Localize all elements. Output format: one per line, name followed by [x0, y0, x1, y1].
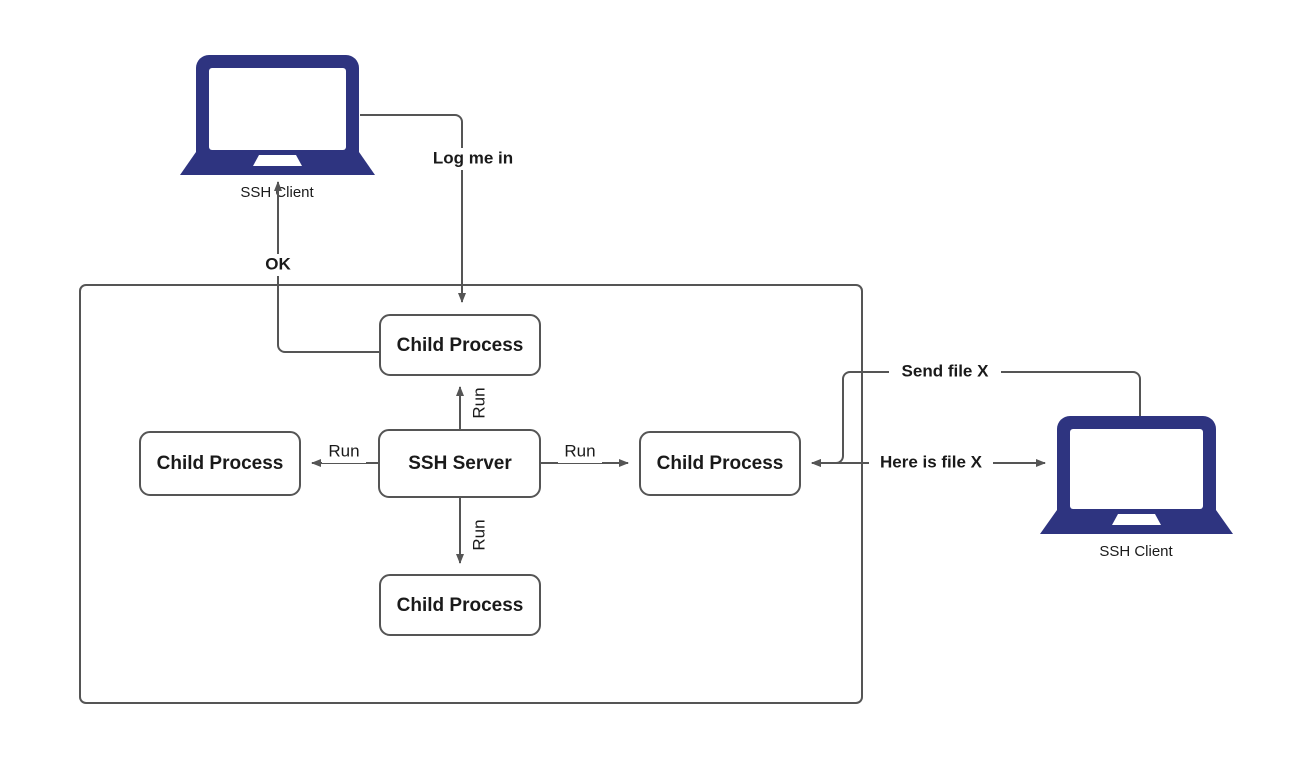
edge-ok: [274, 181, 380, 353]
edge-label-run-down: Run: [469, 519, 488, 550]
ssh-client-right-label: SSH Client: [1099, 543, 1173, 560]
node-ssh-server[interactable]: SSH Server: [378, 429, 541, 498]
node-label-ssh-server: SSH Server: [408, 453, 512, 474]
edge-label-bg-run-right: [558, 441, 602, 463]
edge-send-file-x: [811, 371, 1141, 467]
edge-label-run-left: Run: [328, 441, 359, 460]
edge-label-send-file-x: Send file X: [902, 361, 990, 380]
edge-label-here-is-file-x: Here is file X: [880, 452, 983, 471]
edge-label-bg-run-left: [322, 441, 366, 463]
node-child-process-top[interactable]: Child Process: [379, 314, 541, 376]
node-label-child-process-left: Child Process: [157, 453, 284, 474]
edge-label-run-right: Run: [564, 441, 595, 460]
edge-label-bg-send-file-x: [889, 361, 1001, 383]
edge-label-ok: OK: [265, 254, 291, 273]
ssh-client-right-laptop-icon: [1040, 416, 1233, 534]
node-label-child-process-right: Child Process: [657, 453, 784, 474]
ssh-client-top-laptop-icon: [180, 55, 375, 175]
node-child-process-left[interactable]: Child Process: [139, 431, 301, 496]
edge-label-bg-log-me-in: [414, 148, 532, 170]
node-child-process-bottom[interactable]: Child Process: [379, 574, 541, 636]
edge-label-bg-here-is-file-x: [869, 452, 993, 474]
node-label-child-process-bottom: Child Process: [397, 595, 524, 616]
node-label-child-process-top: Child Process: [397, 335, 524, 356]
edge-log-me-in: [360, 114, 466, 303]
edge-label-bg-ok: [258, 254, 298, 276]
node-child-process-right[interactable]: Child Process: [639, 431, 801, 496]
edge-label-run-up: Run: [469, 387, 488, 418]
edge-label-log-me-in: Log me in: [433, 148, 513, 167]
server-host-container: [79, 284, 863, 704]
